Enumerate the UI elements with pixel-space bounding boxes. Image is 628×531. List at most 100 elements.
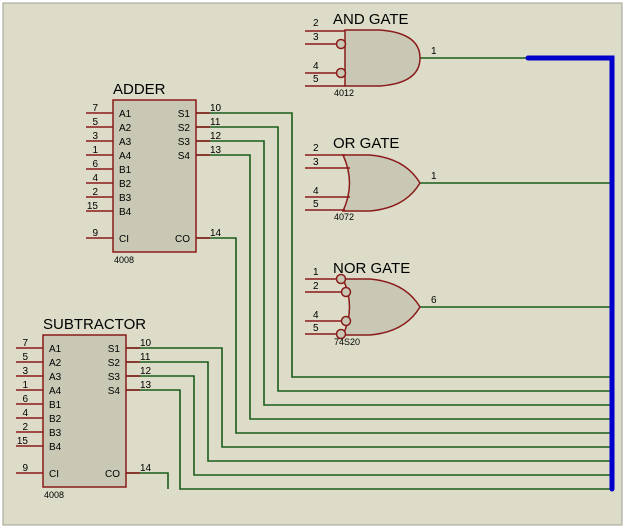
subtractor-title: SUBTRACTOR <box>43 316 146 333</box>
subtractor-pin-number: 4 <box>22 408 28 419</box>
adder-pin-label: B1 <box>119 165 132 176</box>
subtractor-pin-number: 6 <box>22 394 28 405</box>
wire-sub-s1 <box>126 347 612 448</box>
adder-pin-number: 1 <box>92 145 98 156</box>
adder-pin-number: 2 <box>92 187 98 198</box>
subtractor-pin-label: B3 <box>49 428 62 439</box>
adder-pins: 7A15A23A31A46B14B22B315B49CI10S111S212S3… <box>86 103 222 245</box>
adder-pin-number: 6 <box>92 159 98 170</box>
subtractor-pin-label: B2 <box>49 414 62 425</box>
adder-pin-number: 4 <box>92 173 98 184</box>
adder-pin-number: 7 <box>92 103 98 114</box>
adder-out-pin-label: S1 <box>178 109 191 120</box>
subtractor-chip: SUBTRACTOR 4008 7A15A23A31A46B14B22B315B… <box>16 316 152 500</box>
or-gate-output-pin: 1 <box>431 171 437 182</box>
adder-ci-number: 9 <box>92 228 98 239</box>
and-gate-invert-bubble <box>335 38 347 50</box>
or-gate-input-leads <box>305 154 350 211</box>
nor-gate-pin: 2 <box>313 281 319 292</box>
subtractor-co-number: 14 <box>140 463 152 474</box>
subtractor-pin-label: B1 <box>49 400 62 411</box>
or-gate: OR GATE 2 3 4 5 1 4072 <box>305 135 437 222</box>
wire-sub-s4 <box>126 389 612 490</box>
subtractor-out-pin-number: 11 <box>140 352 151 363</box>
wires <box>126 57 612 490</box>
and-gate-pin: 5 <box>313 74 319 85</box>
and-gate-body <box>344 29 421 87</box>
adder-pin-label: A3 <box>119 137 132 148</box>
or-gate-pin: 2 <box>313 143 319 154</box>
subtractor-out-pin-number: 12 <box>140 366 152 377</box>
adder-part: 4008 <box>114 255 134 265</box>
and-gate-input-leads <box>305 30 345 87</box>
subtractor-ci-label: CI <box>49 469 59 480</box>
adder-out-pin-label: S2 <box>178 123 191 134</box>
nor-gate-invert-bubble <box>335 328 347 340</box>
subtractor-out-pin-label: S3 <box>108 372 121 383</box>
and-gate-pin: 2 <box>313 18 319 29</box>
nor-gate-invert-bubble <box>340 315 352 327</box>
subtractor-pin-number: 1 <box>22 380 28 391</box>
nor-gate-output-pin: 6 <box>431 295 437 306</box>
subtractor-pin-label: A2 <box>49 358 62 369</box>
output-bus <box>525 55 615 492</box>
nor-gate-pin: 1 <box>313 267 319 278</box>
nor-gate-invert-bubble <box>340 286 352 298</box>
subtractor-pin-label: A4 <box>49 386 62 397</box>
subtractor-out-pin-label: S4 <box>108 386 121 397</box>
nor-gate-invert-bubble <box>335 273 347 285</box>
adder-pin-label: B3 <box>119 193 132 204</box>
subtractor-pin-number: 3 <box>22 366 28 377</box>
subtractor-pin-label: A3 <box>49 372 62 383</box>
subtractor-out-pin-number: 13 <box>140 380 152 391</box>
subtractor-out-pin-label: S2 <box>108 358 121 369</box>
subtractor-pin-number: 5 <box>22 352 28 363</box>
wire-adder-s2 <box>196 126 612 392</box>
or-gate-pin: 3 <box>313 157 319 168</box>
subtractor-pin-number: 2 <box>22 422 28 433</box>
subtractor-part: 4008 <box>44 490 64 500</box>
adder-title: ADDER <box>113 81 166 98</box>
or-gate-pin: 5 <box>313 199 319 210</box>
wire-sub-s3 <box>126 375 612 476</box>
subtractor-out-pin-number: 10 <box>140 338 152 349</box>
and-gate: AND GATE 2 3 4 5 1 4012 <box>305 11 437 98</box>
or-gate-pin: 4 <box>313 186 319 197</box>
or-gate-body <box>341 154 421 212</box>
adder-pin-label: B2 <box>119 179 132 190</box>
and-gate-pin: 4 <box>313 61 319 72</box>
nor-gate-title: NOR GATE <box>333 260 410 277</box>
subtractor-ci-number: 9 <box>22 463 28 474</box>
nor-gate-input-leads <box>305 278 341 335</box>
wire-adder-s3 <box>196 140 612 406</box>
adder-pin-label: A1 <box>119 109 132 120</box>
and-gate-output-pin: 1 <box>431 46 437 57</box>
adder-out-pin-number: 11 <box>210 117 221 128</box>
and-gate-invert-bubble <box>335 67 347 79</box>
adder-out-pin-number: 13 <box>210 145 222 156</box>
and-gate-title: AND GATE <box>333 11 409 28</box>
nor-gate-body <box>341 278 421 336</box>
subtractor-pins: 7A15A23A31A46B14B22B315B49CI10S111S212S3… <box>16 338 152 480</box>
or-gate-part: 4072 <box>334 212 354 222</box>
subtractor-pin-label: B4 <box>49 442 62 453</box>
subtractor-pin-number: 7 <box>22 338 28 349</box>
nor-gate-part: 74S20 <box>334 337 360 347</box>
nor-gate-pin: 4 <box>313 310 319 321</box>
adder-out-pin-number: 12 <box>210 131 222 142</box>
and-gate-pin: 3 <box>313 32 319 43</box>
wire-adder-s1 <box>196 112 612 378</box>
wire-adder-s4 <box>196 154 612 420</box>
and-gate-part: 4012 <box>334 88 354 98</box>
subtractor-out-pin-label: S1 <box>108 344 121 355</box>
adder-pin-number: 15 <box>87 201 99 212</box>
nor-gate-pin: 5 <box>313 323 319 334</box>
adder-pin-label: A2 <box>119 123 132 134</box>
adder-pin-label: A4 <box>119 151 132 162</box>
adder-pin-number: 5 <box>92 117 98 128</box>
adder-ci-label: CI <box>119 234 129 245</box>
adder-body <box>112 99 197 253</box>
subtractor-pin-label: A1 <box>49 344 62 355</box>
